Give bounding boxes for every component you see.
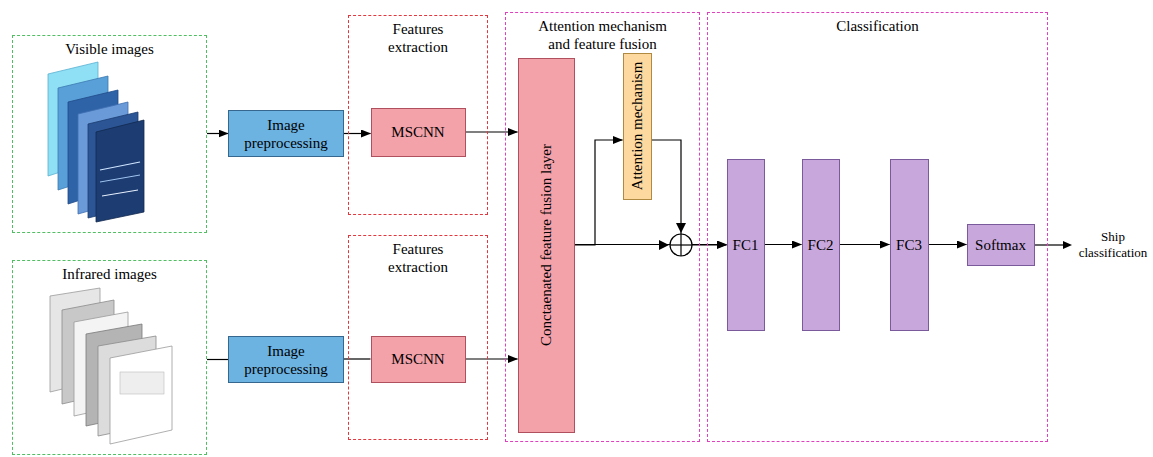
box-label: Softmax bbox=[975, 236, 1026, 254]
box-label: Attention mechanism bbox=[628, 62, 646, 191]
flow-arrow bbox=[652, 140, 727, 245]
infrared-image-stack bbox=[50, 288, 172, 444]
input-group: Visible images bbox=[12, 35, 207, 233]
output-label: Ship classification bbox=[1077, 229, 1149, 262]
flow-arrow bbox=[207, 359, 228, 360]
group-title: Features extraction bbox=[368, 240, 468, 276]
flow-arrow bbox=[207, 133, 228, 134]
group-title: Attention mechanism and feature fusion bbox=[530, 17, 675, 53]
box-label: FC1 bbox=[733, 236, 759, 254]
box-label: Conctaenated feature fusion layer bbox=[537, 144, 555, 346]
box-label: MSCNN bbox=[391, 123, 444, 141]
visible-image-stack bbox=[48, 62, 144, 222]
group-title: Infrared images bbox=[15, 265, 205, 283]
group-title: Classification bbox=[805, 17, 950, 35]
flow-arrow bbox=[466, 131, 518, 132]
layer-box: Softmax bbox=[967, 224, 1035, 266]
flow-arrow bbox=[466, 358, 518, 359]
box-label: FC2 bbox=[808, 236, 834, 254]
stage-group: Attention mechanism and feature fusionCo… bbox=[505, 12, 700, 442]
stage-group: Features extractionMSCNN bbox=[348, 15, 488, 215]
box-label: FC3 bbox=[896, 236, 922, 254]
flow-arrow bbox=[575, 244, 727, 245]
box-label: Image preprocessing bbox=[229, 342, 343, 378]
stage-group: Features extractionMSCNN bbox=[348, 235, 488, 440]
process-box: Image preprocessing bbox=[228, 110, 344, 157]
group-title: Visible images bbox=[15, 40, 205, 58]
box-label: Image preprocessing bbox=[229, 116, 343, 152]
stage-group: ClassificationFC1 FC2 FC3 Softmax bbox=[707, 12, 1048, 442]
process-box: Image preprocessing bbox=[228, 336, 344, 383]
flow-arrow bbox=[929, 244, 967, 245]
fusion-layer: Conctaenated feature fusion layer bbox=[518, 58, 575, 433]
process-box: MSCNN bbox=[371, 108, 466, 157]
layer-box: FC3 bbox=[890, 159, 929, 331]
group-title: Features extraction bbox=[368, 20, 468, 56]
attention-box: Attention mechanism bbox=[623, 53, 652, 200]
process-box: MSCNN bbox=[371, 336, 466, 383]
output-arrow bbox=[1035, 241, 1072, 249]
flow-arrow bbox=[765, 244, 802, 245]
box-label: MSCNN bbox=[391, 350, 444, 368]
flow-arrow bbox=[575, 140, 623, 245]
layer-box: FC1 bbox=[727, 159, 765, 331]
layer-box: FC2 bbox=[802, 159, 840, 331]
sum-symbol bbox=[659, 223, 692, 256]
input-group: Infrared images bbox=[12, 260, 207, 455]
flow-arrow bbox=[840, 244, 890, 245]
